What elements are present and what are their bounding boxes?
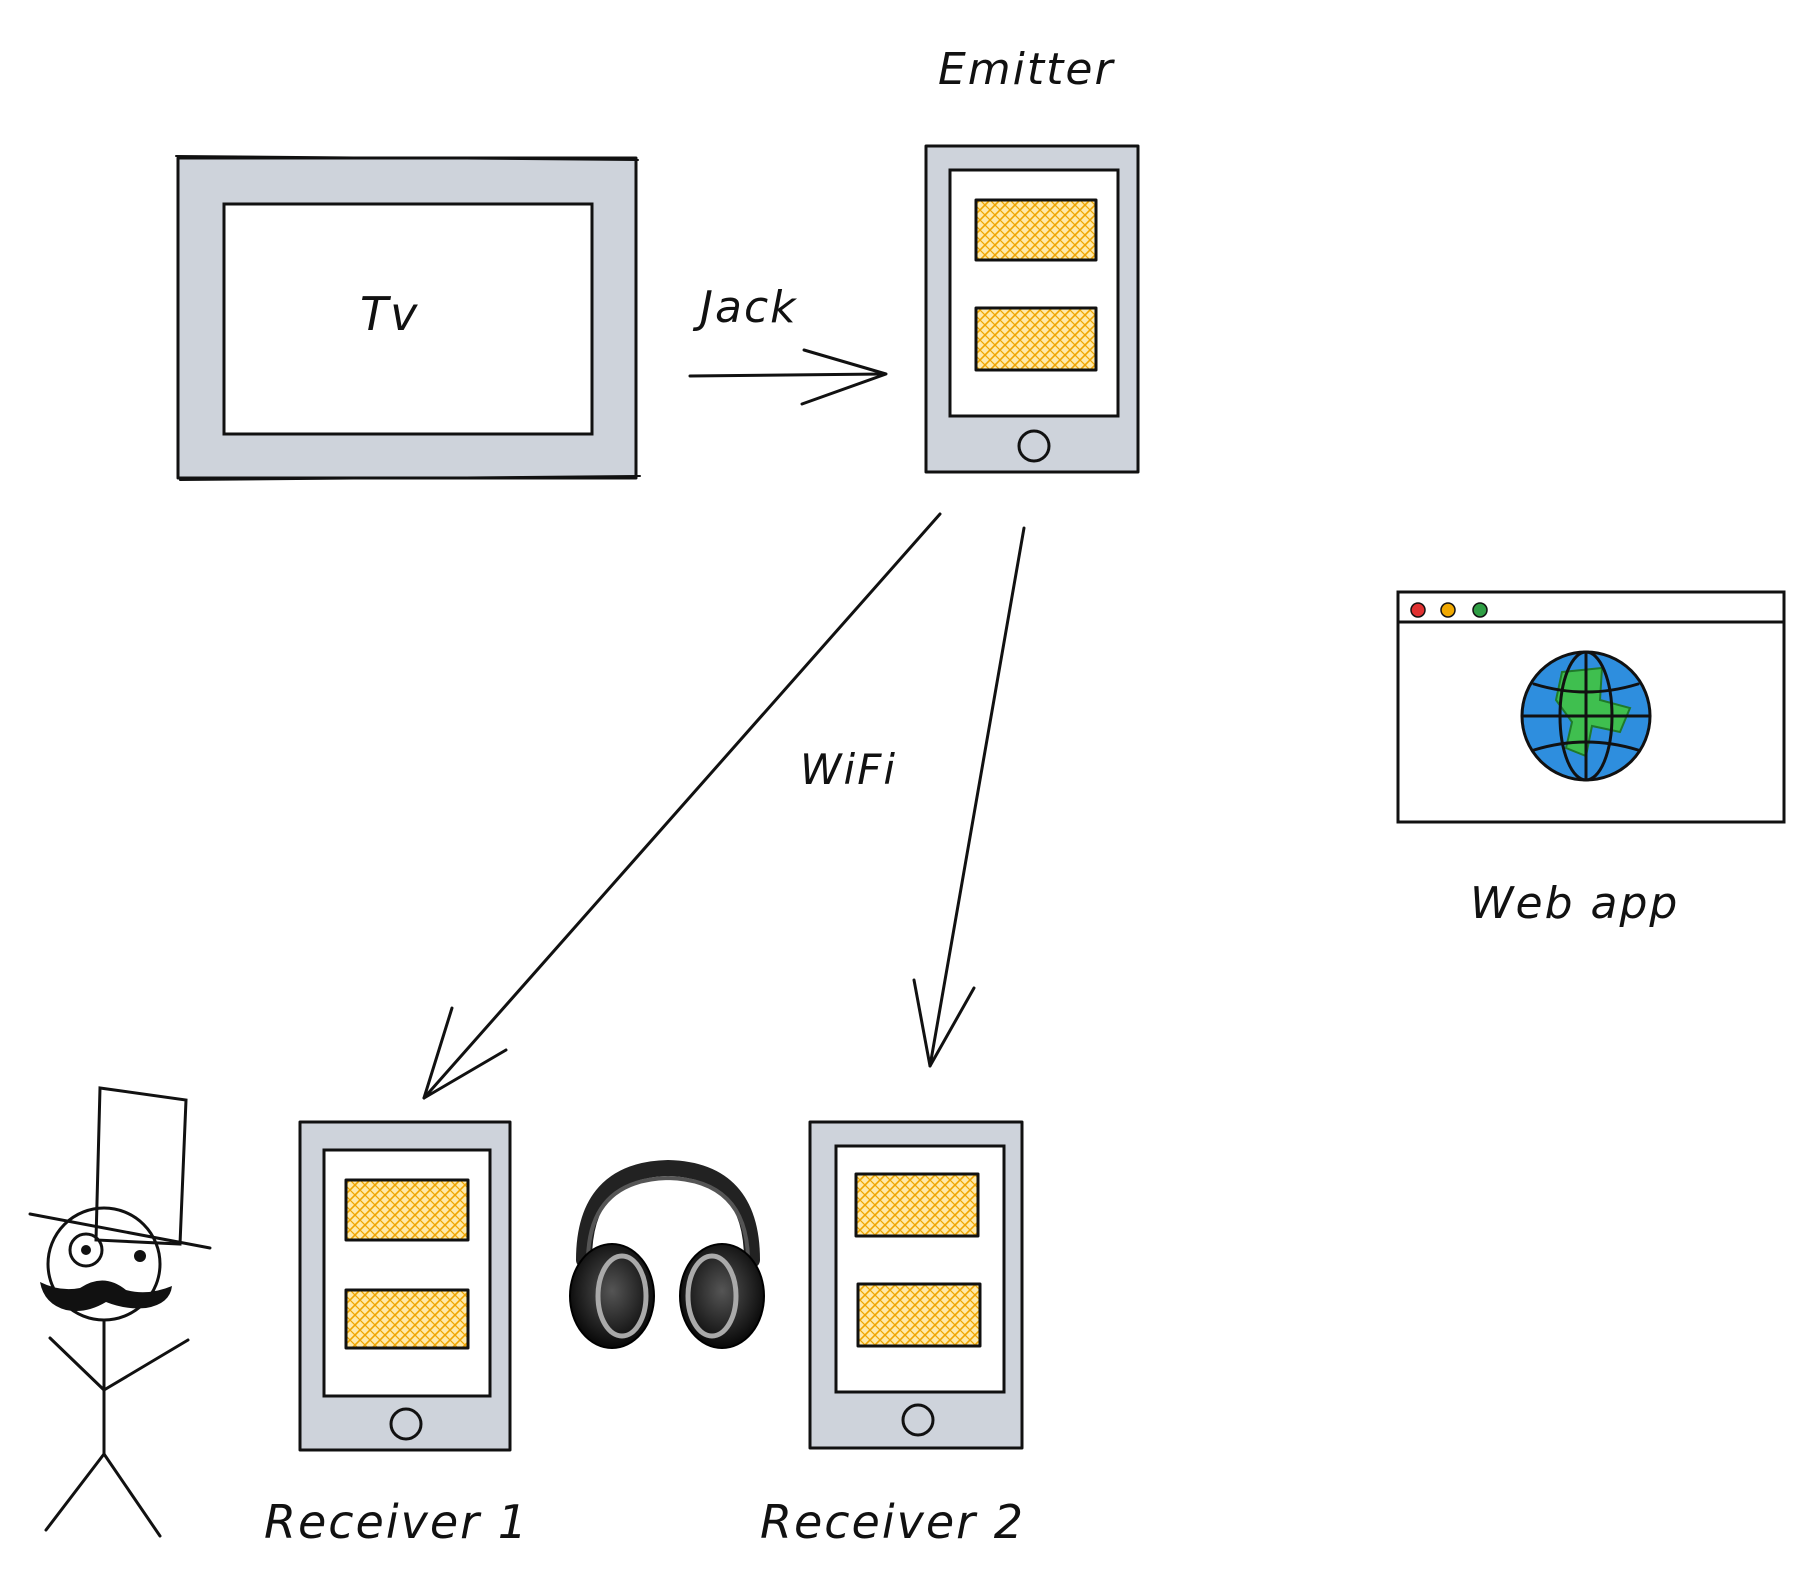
wifi-arrow-receiver-2	[912, 526, 1026, 1068]
browser-dot-green	[1472, 602, 1488, 618]
headphones-icon	[569, 1159, 765, 1349]
jack-arrow	[688, 348, 888, 406]
globe-icon	[1520, 650, 1652, 782]
tv-icon	[175, 155, 641, 481]
wifi-label: WiFi	[800, 745, 897, 794]
emitter-tablet-icon	[924, 144, 1140, 474]
receiver-2-label: Receiver 2	[760, 1495, 1025, 1549]
tv-label: Tv	[360, 287, 419, 341]
receiver-2-tablet-icon	[808, 1120, 1024, 1450]
emitter-label: Emitter	[938, 44, 1115, 95]
receiver-1-tablet-icon	[298, 1120, 512, 1452]
stick-figure-with-top-hat-icon	[28, 1086, 212, 1538]
web-app-label: Web app	[1470, 878, 1679, 929]
receiver-1-label: Receiver 1	[264, 1495, 529, 1549]
wifi-arrow-receiver-1	[422, 512, 942, 1100]
browser-dot-red	[1410, 602, 1426, 618]
browser-dot-yellow	[1440, 602, 1456, 618]
jack-label: Jack	[692, 282, 798, 333]
